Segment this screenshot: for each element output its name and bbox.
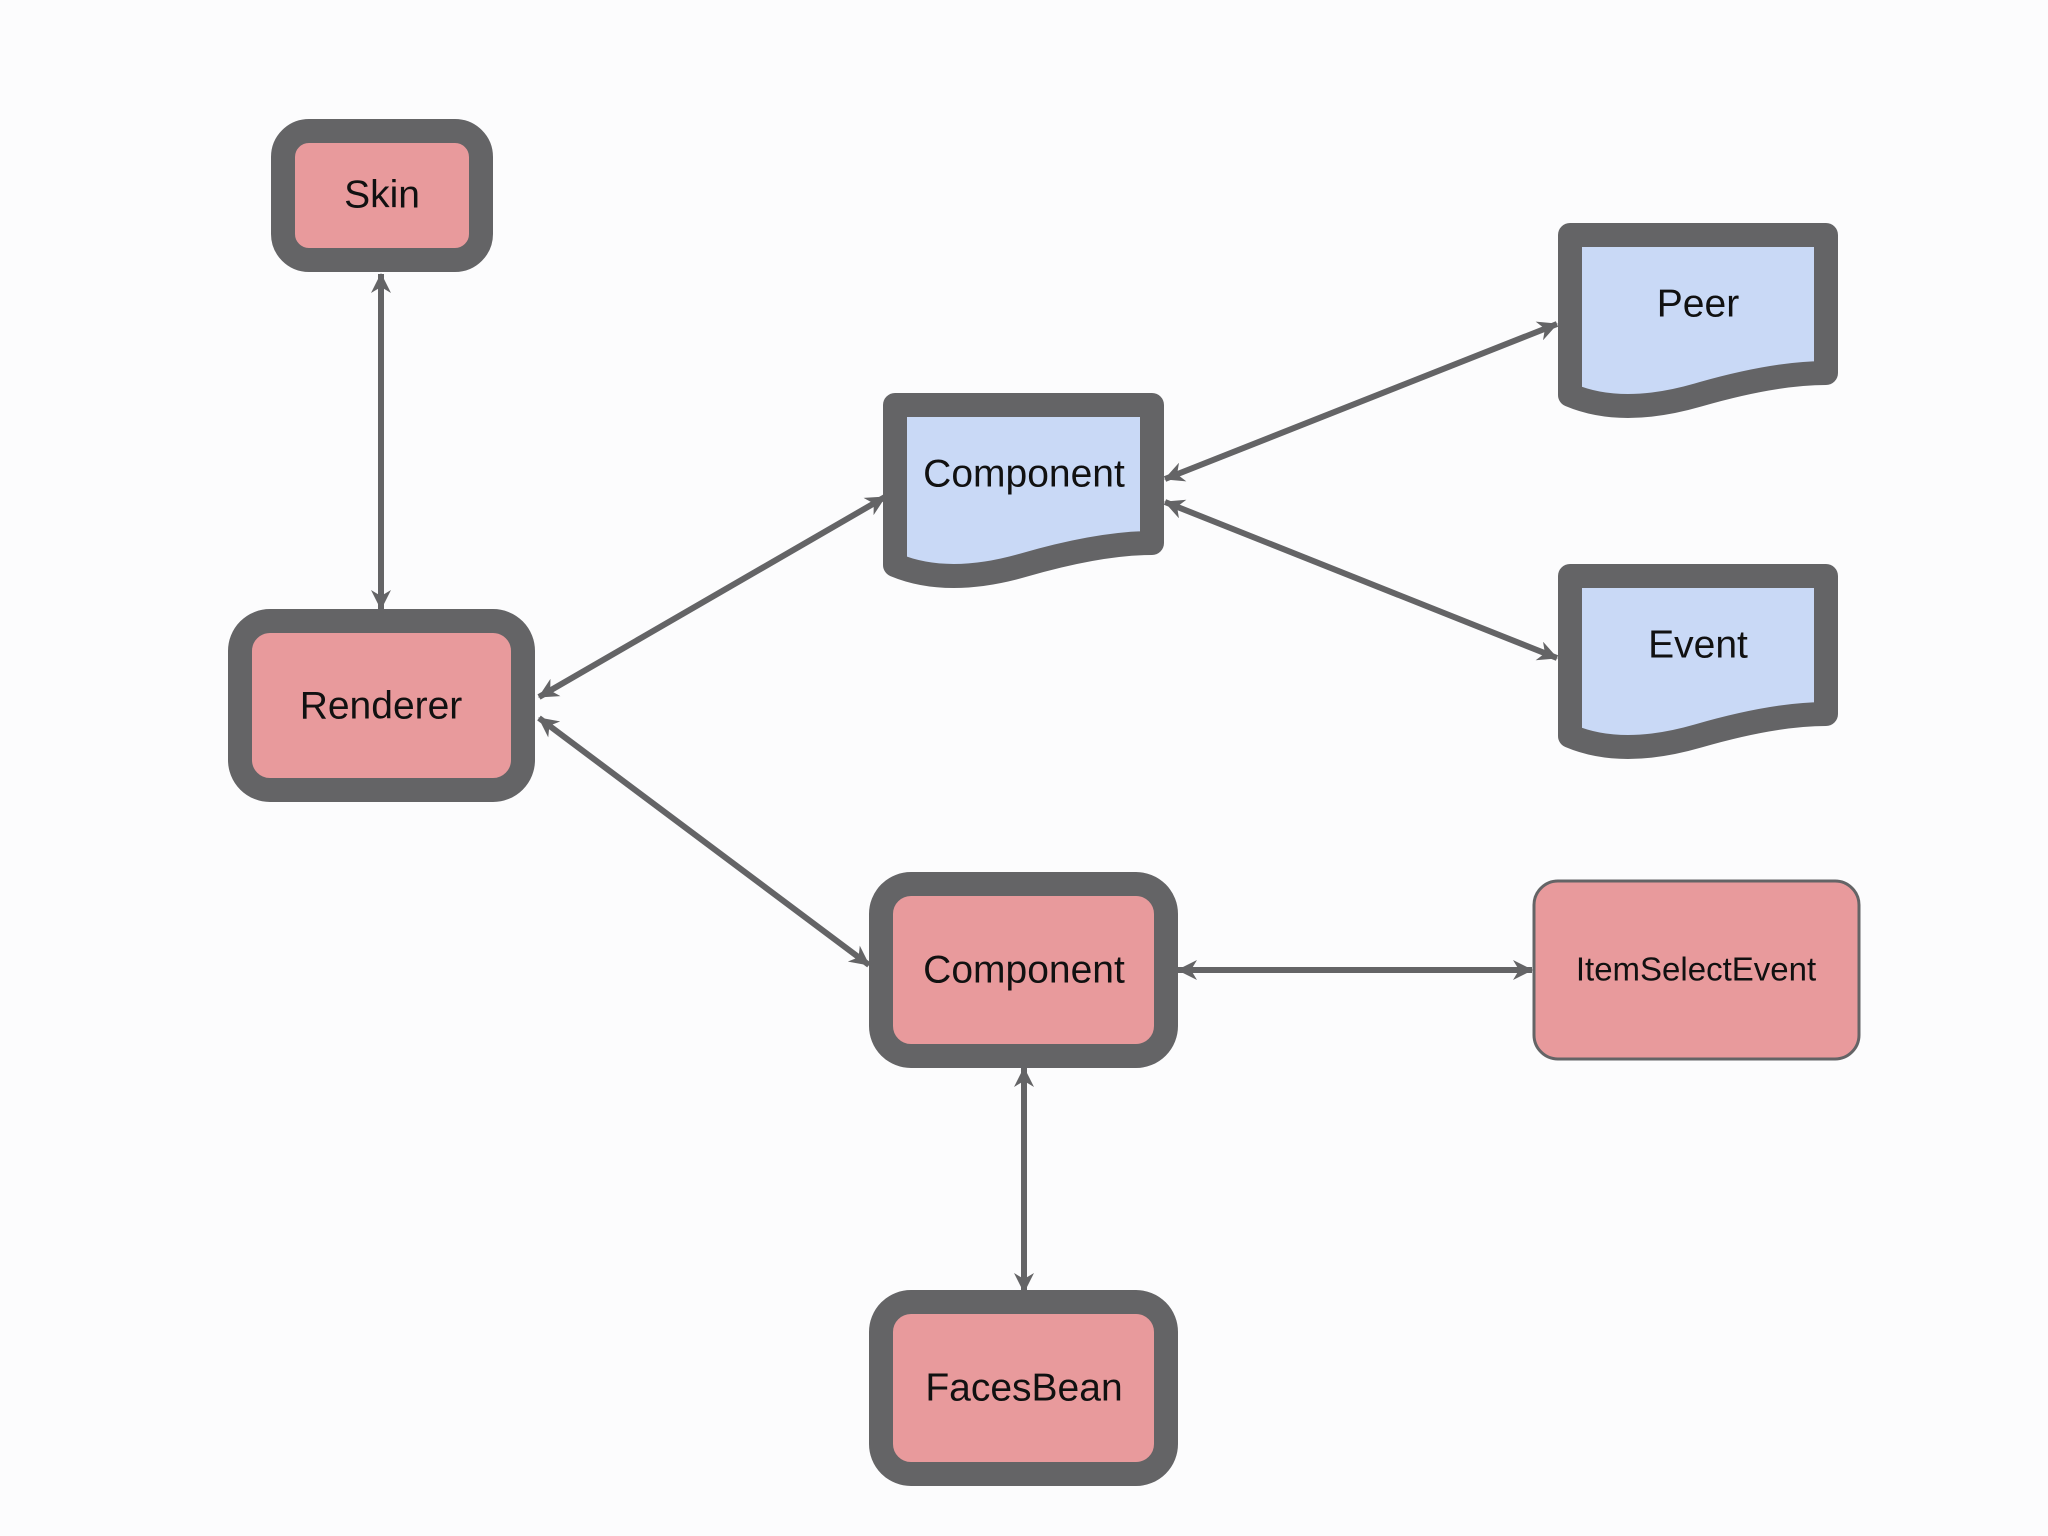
node-event-shape — [1558, 564, 1838, 759]
node-renderer-label: Renderer — [300, 684, 463, 727]
edge-component-doc-event — [1163, 499, 1559, 661]
node-component-label: Component — [923, 948, 1125, 991]
node-renderer-box — [228, 609, 535, 802]
node-component-box — [869, 872, 1178, 1068]
node-component-doc-label: Component — [923, 452, 1125, 495]
node-renderer[interactable]: Renderer — [228, 609, 535, 802]
node-skin[interactable]: Skin — [271, 119, 493, 272]
nodes: Skin Renderer Component Peer Event Compo… — [228, 119, 1861, 1486]
node-component[interactable]: Component — [869, 872, 1178, 1068]
node-peer-shape — [1558, 223, 1838, 418]
node-item-select-event[interactable]: ItemSelectEvent — [1532, 879, 1861, 1061]
node-event-label: Event — [1648, 623, 1748, 666]
node-faces-bean-label: FacesBean — [925, 1366, 1122, 1409]
node-skin-label: Skin — [344, 173, 420, 216]
node-peer-label: Peer — [1657, 282, 1739, 325]
edge-renderer-component — [537, 715, 871, 968]
node-item-select-event-label: ItemSelectEvent — [1576, 951, 1816, 988]
edge-renderer-component-doc — [537, 494, 887, 700]
node-event[interactable]: Event — [1558, 564, 1838, 759]
node-item-select-event-box — [1532, 879, 1861, 1061]
node-component-doc[interactable]: Component — [883, 393, 1164, 588]
node-peer[interactable]: Peer — [1558, 223, 1838, 418]
node-faces-bean-box — [869, 1290, 1178, 1486]
node-faces-bean[interactable]: FacesBean — [869, 1290, 1178, 1486]
node-component-doc-shape — [883, 393, 1164, 588]
edge-component-doc-peer — [1163, 321, 1559, 482]
edges — [371, 273, 1559, 1293]
node-skin-box — [271, 119, 493, 272]
